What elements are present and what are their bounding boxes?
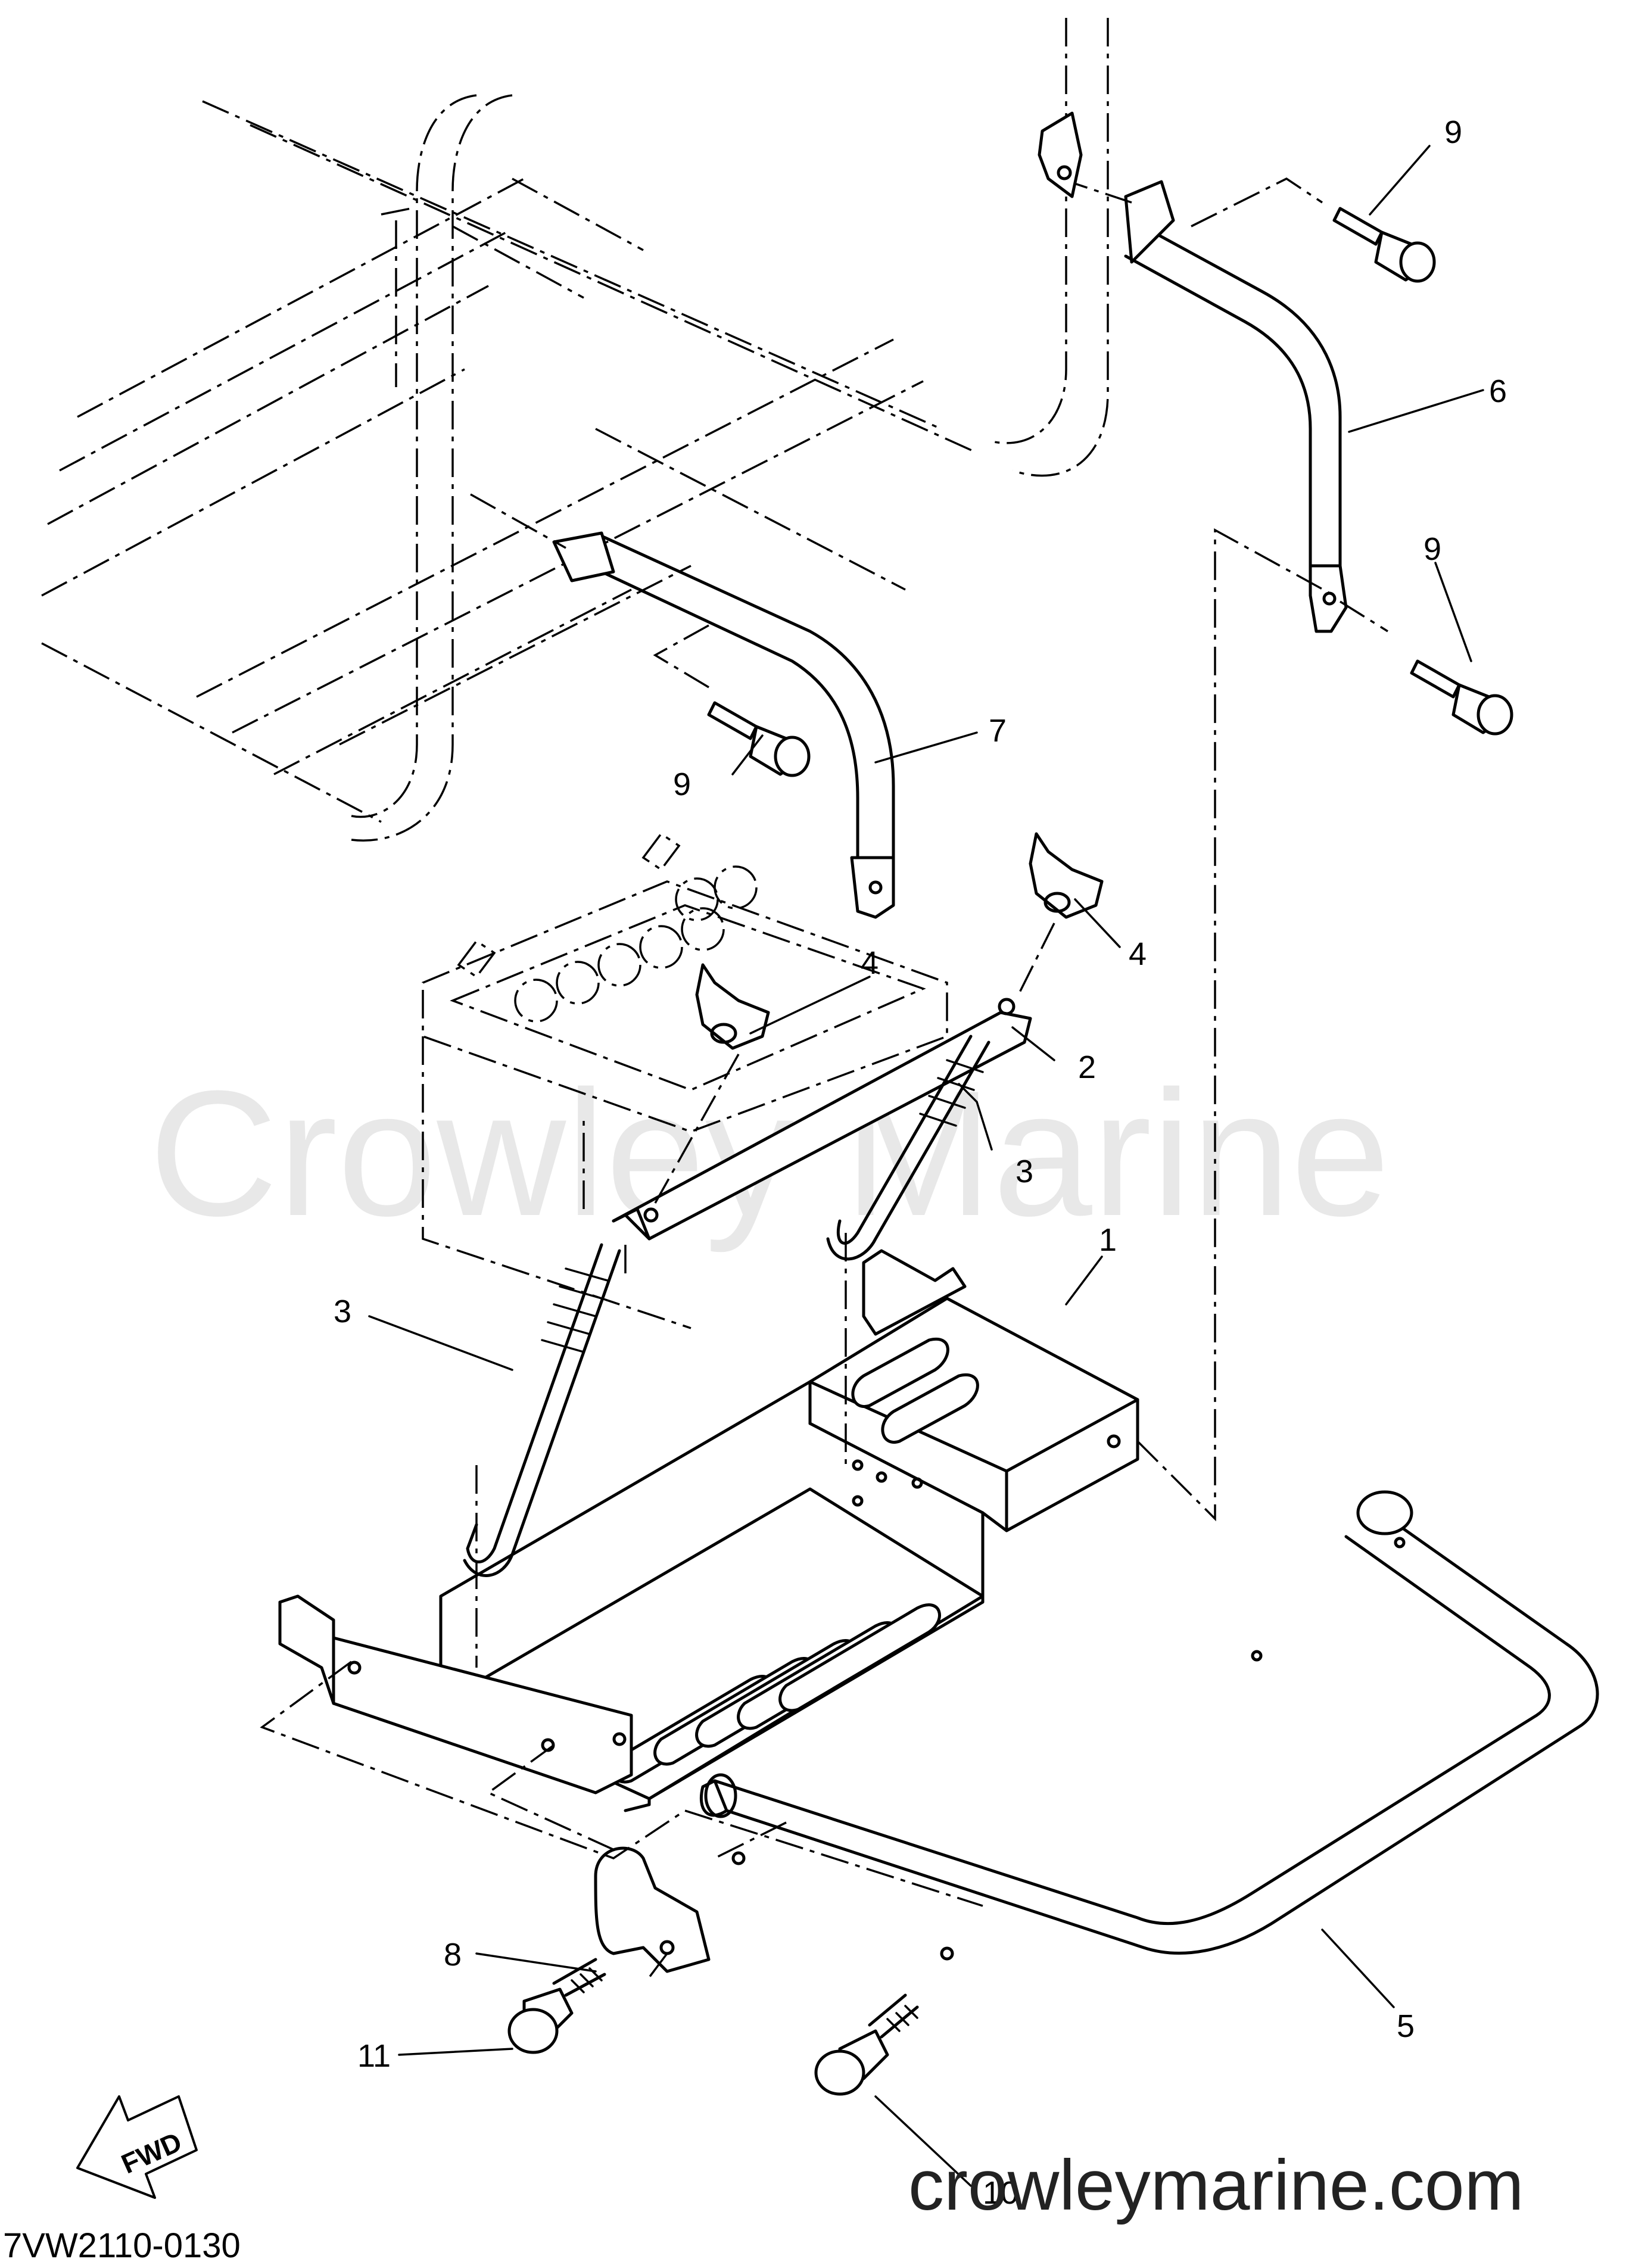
callout-11: 11 xyxy=(357,2038,391,2074)
callout-6: 6 xyxy=(1489,373,1507,409)
nut-axis-line-left xyxy=(654,1054,740,1204)
frame-bracket xyxy=(1038,111,1083,198)
leader-lines xyxy=(368,145,1484,2187)
battery-tray-1 xyxy=(278,1249,1139,1812)
j-bolt-3-left xyxy=(463,1243,621,1577)
callout-5: 5 xyxy=(1397,2008,1415,2044)
bolt-9-top xyxy=(1332,207,1436,283)
diagram-code: 7VW2110-0130 xyxy=(3,2226,241,2265)
wing-nut-4-right xyxy=(1029,832,1104,919)
callout-8: 8 xyxy=(444,1937,462,1973)
callout-9: 9 xyxy=(673,767,691,802)
bolt-11 xyxy=(507,1958,606,2054)
callout-3: 3 xyxy=(334,1294,351,1329)
mounting-bar-5 xyxy=(699,1490,1599,1961)
bolt-9-middle xyxy=(707,701,811,777)
bolt-10 xyxy=(814,1993,919,2096)
battery-hold-down-bar-2 xyxy=(612,998,1032,1241)
callout-7: 7 xyxy=(989,713,1007,749)
battery-strap-7 xyxy=(470,493,895,919)
callout-3: 3 xyxy=(1016,1154,1033,1189)
site-url: crowleymarine.com xyxy=(908,2145,1524,2225)
callout-1: 1 xyxy=(1099,1222,1117,1258)
callout-9: 9 xyxy=(1444,114,1462,150)
callout-labels: 9 6 9 7 9 4 4 2 3 3 1 8 5 11 10 xyxy=(334,114,1507,2211)
bolt-9-right xyxy=(1410,659,1513,736)
j-bolt-3-right xyxy=(826,1035,990,1261)
vehicle-frame-outline xyxy=(41,18,1109,842)
assembly-guide-lines xyxy=(260,528,1335,1907)
callout-4: 4 xyxy=(861,945,879,981)
nut-axis-line-right xyxy=(1017,923,1055,995)
wing-nut-4-left xyxy=(695,963,770,1050)
battery-strap-6 xyxy=(1060,177,1388,633)
forward-arrow-icon: FWD xyxy=(76,2095,198,2199)
clamp-8 xyxy=(594,1846,711,1979)
callout-10: 10 xyxy=(983,2175,1018,2211)
callout-2: 2 xyxy=(1078,1049,1096,1085)
callout-9: 9 xyxy=(1423,531,1441,567)
callout-4: 4 xyxy=(1129,936,1147,972)
